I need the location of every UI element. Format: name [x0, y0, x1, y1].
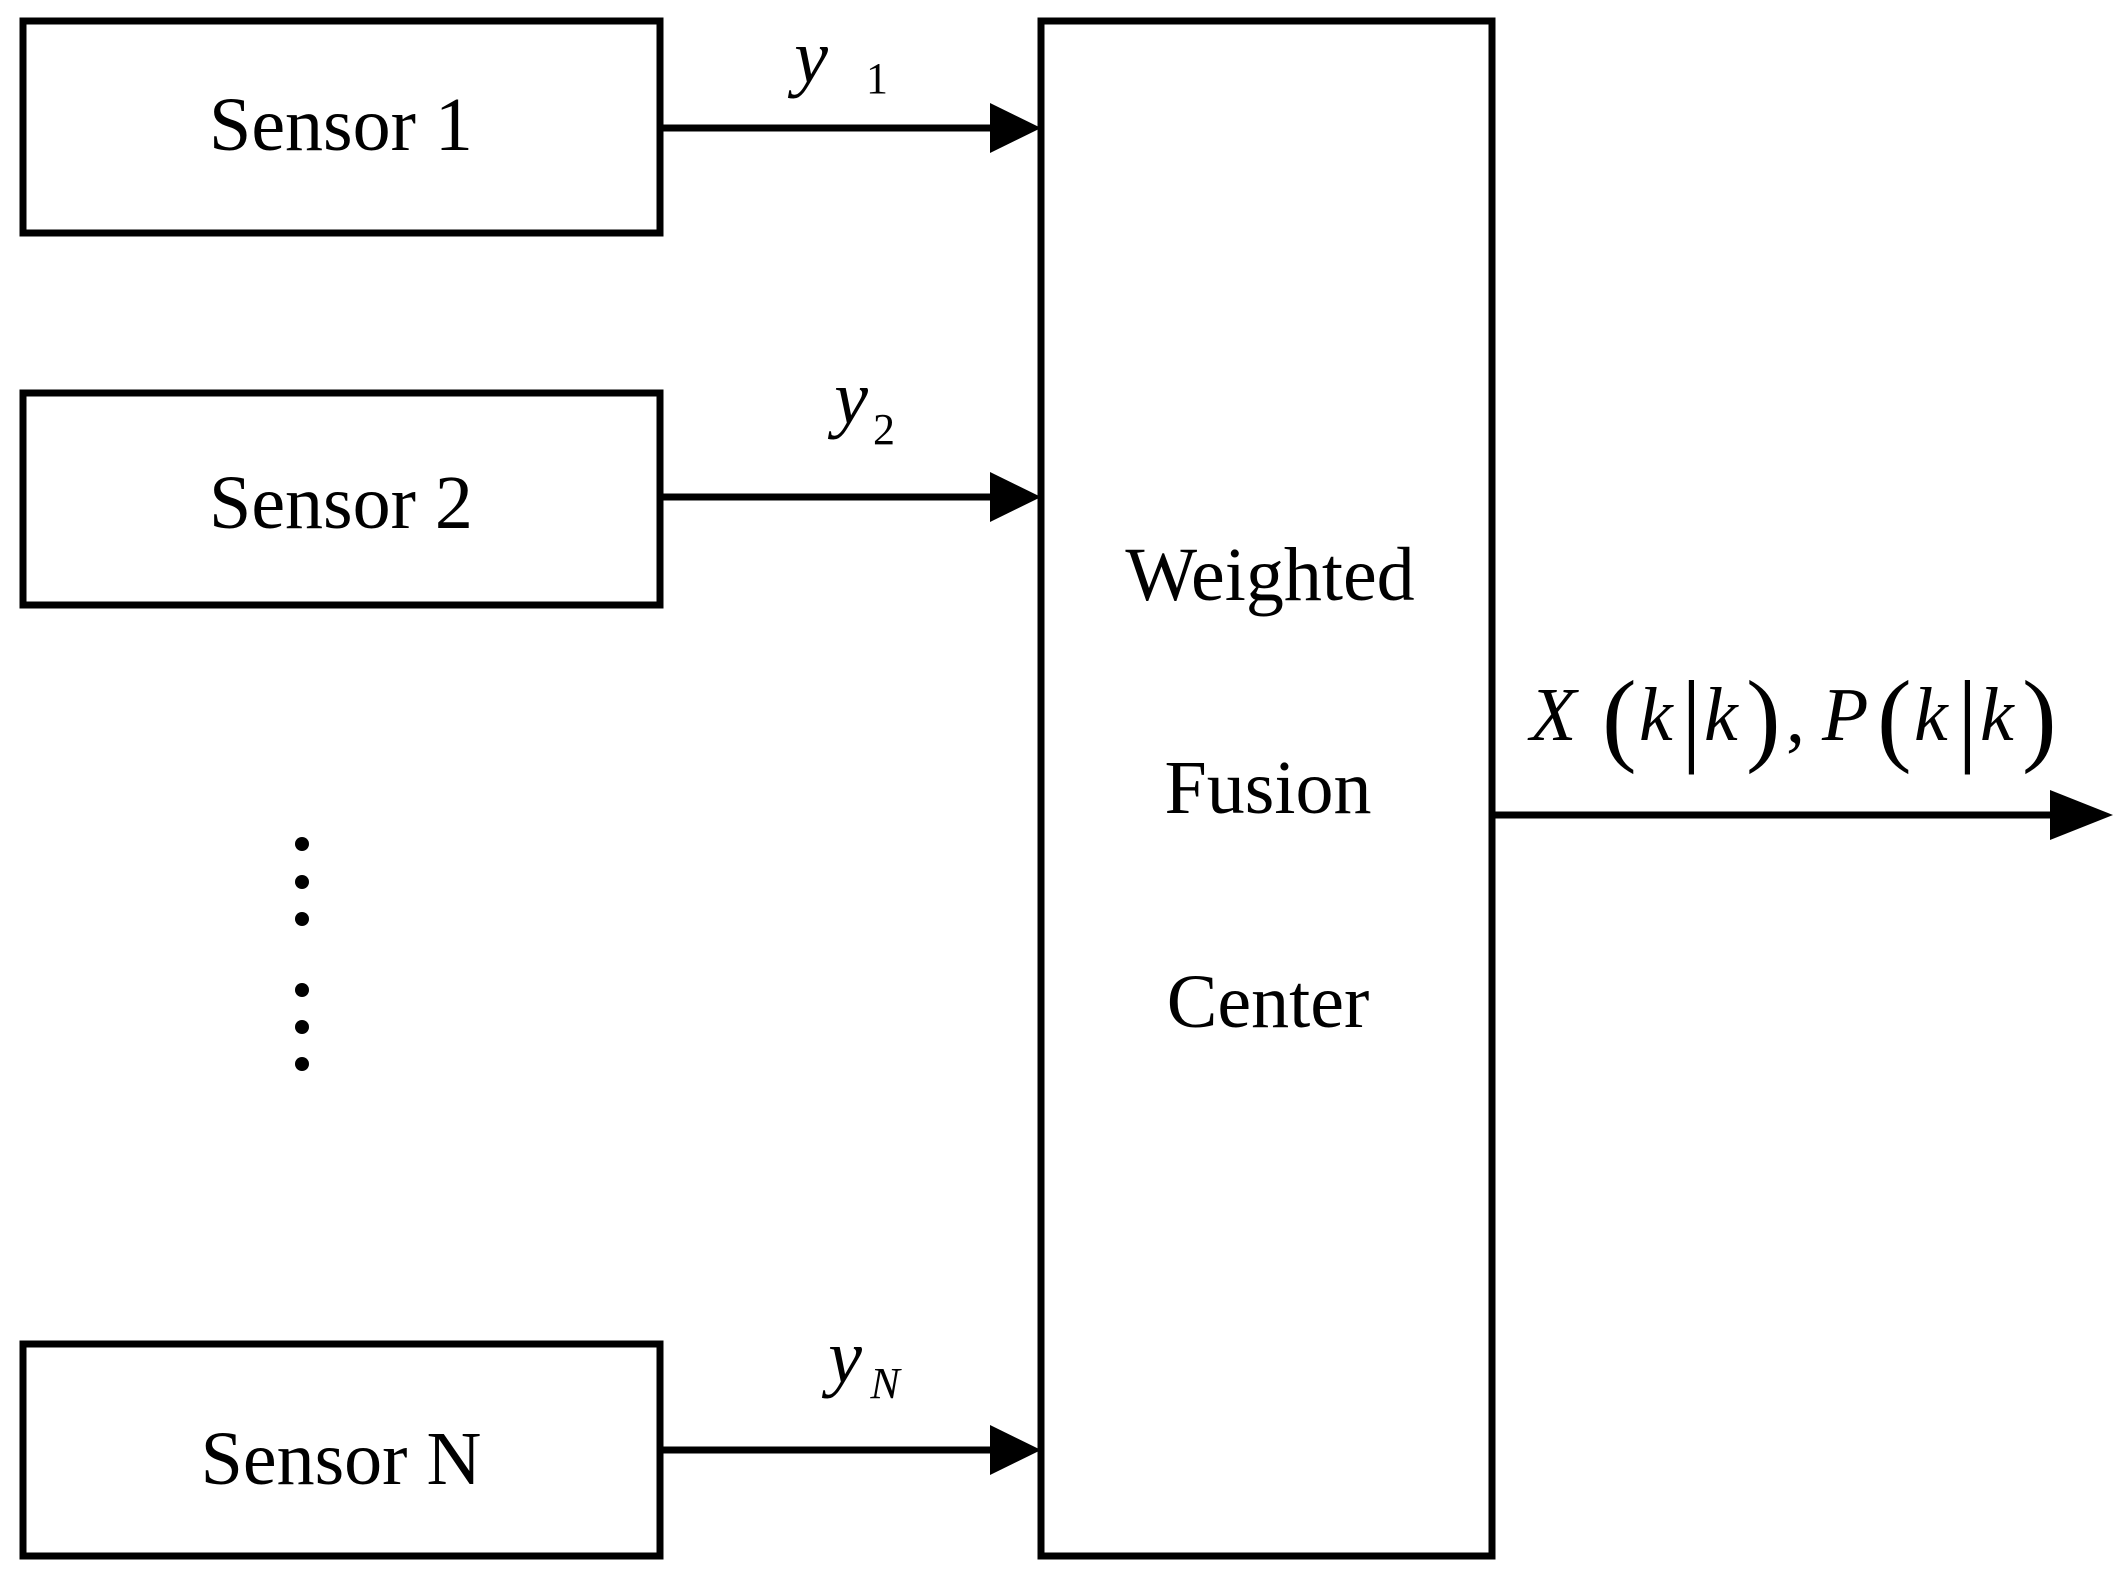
output-x-k2: k	[1704, 673, 1739, 757]
arrow-y1: y 1	[660, 15, 1041, 153]
output-x-bar: |	[1681, 660, 1702, 775]
sensor-1-label: Sensor 1	[209, 83, 473, 167]
sensor-2-label: Sensor 2	[209, 461, 473, 545]
arrow-y2: y 2	[660, 356, 1041, 522]
output-p-open-paren: (	[1877, 660, 1912, 775]
output-x-close-paren: )	[1746, 660, 1781, 775]
sensor-2-block: Sensor 2	[19, 389, 664, 609]
arrow-yn: y N	[660, 1315, 1041, 1475]
sensor-n-label: Sensor N	[201, 1417, 482, 1501]
ellipsis-dot	[295, 875, 309, 889]
ellipsis-dot	[295, 1020, 309, 1034]
signal-yn-symbol: y	[821, 1315, 862, 1399]
output-p-bar: |	[1957, 660, 1978, 775]
sensor-2-box	[19, 389, 664, 609]
fusion-center-box	[1037, 17, 1496, 1560]
output-x-symbol: X	[1527, 673, 1579, 757]
output-x-open-paren: (	[1602, 660, 1637, 775]
output-comma: ,	[1786, 675, 1805, 759]
vertical-ellipsis	[295, 837, 309, 1071]
signal-y1-label: y	[787, 15, 828, 99]
signal-y1-subscript: 1	[866, 54, 888, 103]
output-p-close-paren: )	[2022, 660, 2057, 775]
signal-yn-subscript: N	[869, 1359, 902, 1408]
fusion-center-line-weighted: Weighted	[1125, 533, 1414, 617]
output-label: X ( k | k ) , P ( k | k )	[1527, 660, 2057, 775]
sensor-n-block: Sensor N	[19, 1340, 664, 1560]
ellipsis-dot	[295, 983, 309, 997]
sensor-1-block: Sensor 1	[19, 17, 664, 237]
output-p-symbol: P	[1821, 673, 1868, 757]
signal-y1-symbol: y	[787, 15, 828, 99]
arrow-yn-head	[990, 1425, 1041, 1475]
output-p-k2: k	[1980, 673, 2015, 757]
output-x-k1: k	[1639, 673, 1674, 757]
signal-y2-subscript: 2	[873, 405, 895, 454]
sensor-1-box	[19, 17, 664, 237]
fusion-center-block: Weighted Fusion Center	[1037, 17, 1496, 1560]
ellipsis-dot	[295, 1057, 309, 1071]
output-p-k1: k	[1914, 673, 1949, 757]
arrow-y2-head	[990, 472, 1041, 522]
output-arrow	[1492, 790, 2113, 840]
arrow-y1-head	[990, 103, 1041, 153]
signal-y2-label: y	[827, 356, 868, 440]
signal-yn-label: y	[821, 1315, 862, 1399]
output-arrow-head	[2050, 790, 2113, 840]
fusion-center-line-fusion: Fusion	[1165, 746, 1372, 830]
ellipsis-dot	[295, 837, 309, 851]
ellipsis-dot	[295, 912, 309, 926]
fusion-center-line-center: Center	[1167, 960, 1370, 1044]
sensor-n-box	[19, 1340, 664, 1560]
signal-y2-symbol: y	[827, 356, 868, 440]
